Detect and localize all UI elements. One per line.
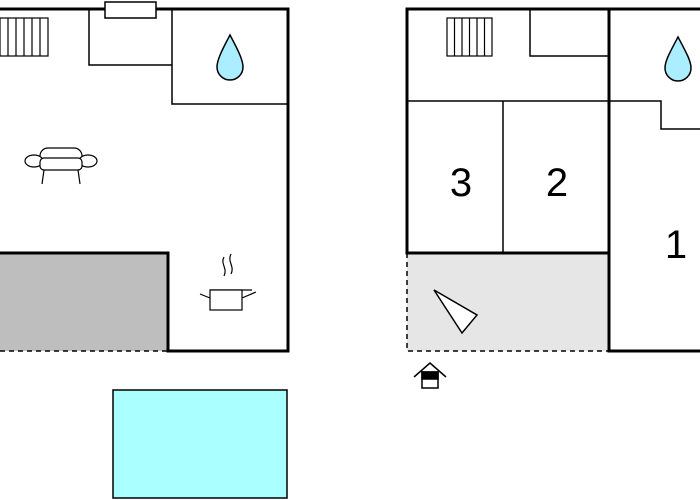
outer-walls: [0, 7, 290, 353]
radiator-icon-upper: [446, 17, 493, 57]
interior-walls: [88, 9, 288, 105]
water-drop-icon: [216, 33, 244, 81]
upper-floor: 3 2 1: [405, 7, 700, 389]
porch: [407, 253, 609, 351]
sun-direction-icon: [433, 289, 479, 335]
outer-walls-upper: [405, 7, 700, 353]
interior-walls-upper: [407, 9, 700, 253]
room-number-3: 3: [450, 161, 472, 205]
sofa-icon: [24, 147, 98, 185]
pool: [112, 389, 288, 499]
entrance-icon: [413, 362, 447, 389]
chimney: [104, 1, 157, 19]
cooking-pot-icon: [199, 253, 257, 311]
terrace: [0, 253, 168, 351]
radiator-icon: [0, 17, 49, 57]
room-number-2: 2: [546, 161, 568, 205]
ground-floor: [0, 1, 290, 353]
water-drop-icon-upper: [664, 35, 692, 82]
room-number-1: 1: [665, 223, 687, 267]
